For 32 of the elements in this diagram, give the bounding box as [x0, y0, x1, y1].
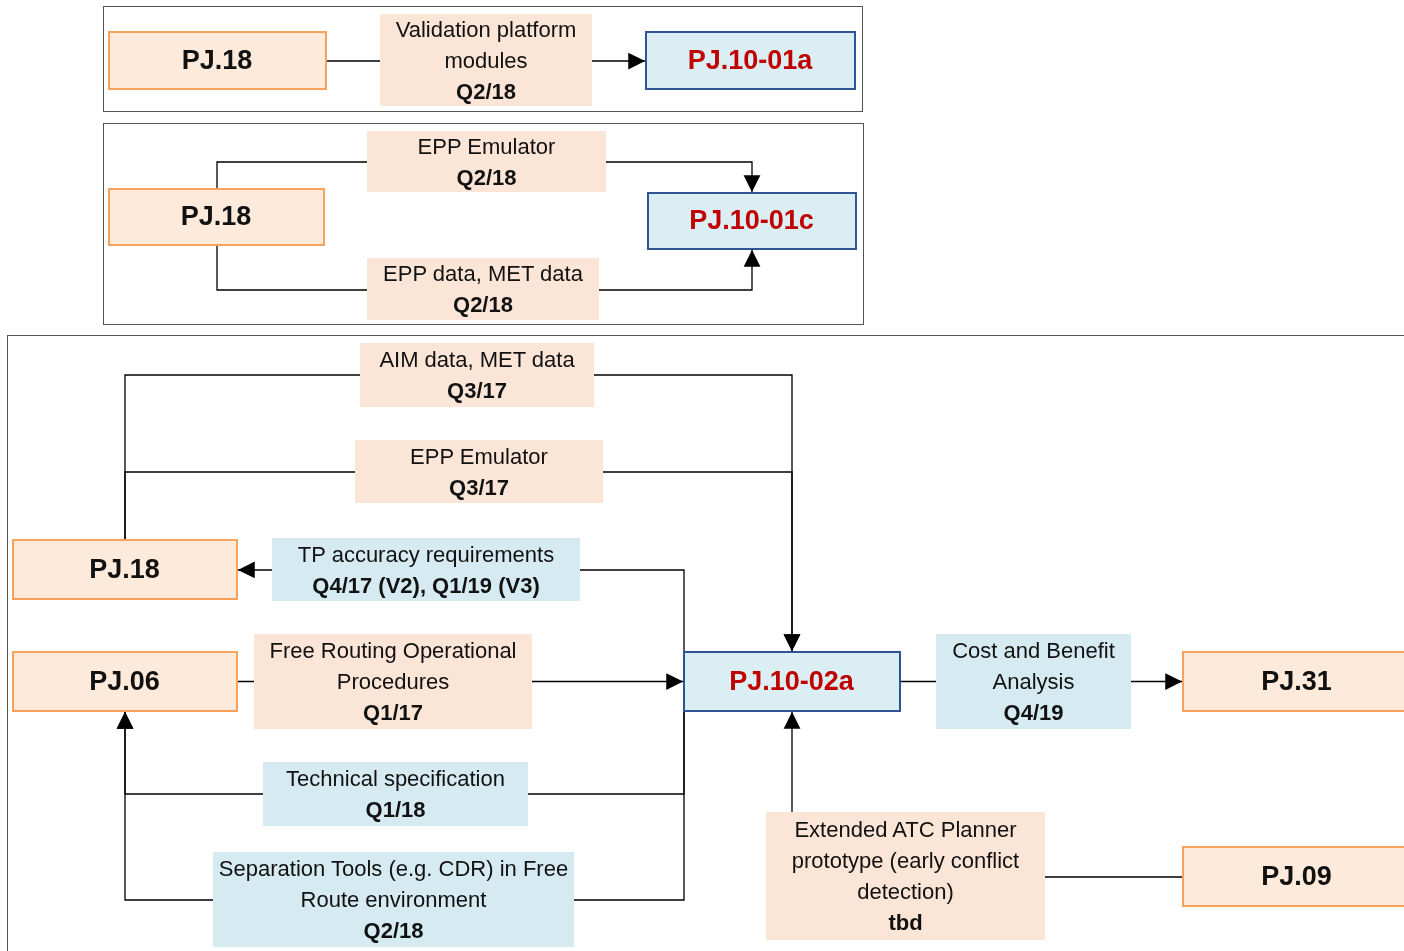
project-id: PJ.31 [1261, 665, 1332, 697]
target-project-box [644, 30, 856, 90]
edge-label: EPP data, MET data Q2/18 [367, 258, 599, 320]
project-id: PJ.18 [180, 201, 252, 232]
edge-label: Validation platform modules Q2/18 [380, 14, 592, 106]
project-box [1181, 650, 1404, 712]
project-id: PJ.10-01c [689, 205, 814, 236]
project-id: PJ.18 [181, 44, 253, 76]
group-frame [103, 123, 864, 325]
project-id: PJ.10-01a [687, 44, 813, 76]
project-id: PJ.06 [89, 665, 160, 697]
project-id: PJ.10-02a [729, 665, 854, 697]
edge-label: Cost and Benefit Analysis Q4/19 [936, 634, 1131, 729]
project-box [1181, 845, 1404, 907]
project-box [11, 538, 238, 600]
edge-label: Technical specification Q1/18 [263, 762, 528, 826]
project-id: PJ.09 [1261, 860, 1332, 892]
group-frame [7, 335, 1404, 951]
group-frame [103, 6, 863, 112]
target-project-box [682, 650, 901, 712]
project-id: PJ.18 [89, 553, 160, 585]
edge-label: EPP Emulator Q3/17 [355, 440, 603, 503]
project-box [107, 30, 327, 90]
edge-label: TP accuracy requirements Q4/17 (V2), Q1/19 (V3) [272, 538, 580, 601]
edge-label: Free Routing Operational Procedures Q1/17 [254, 634, 532, 729]
project-box [11, 650, 238, 712]
edge-label: Extended ATC Planner prototype (early conflict detection) tbd [766, 812, 1045, 940]
target-project-box [646, 191, 857, 250]
edge-label: Separation Tools (e.g. CDR) in Free Route environment Q2/18 [213, 852, 574, 947]
project-box [107, 187, 325, 246]
edge-label: AIM data, MET data Q3/17 [360, 343, 594, 407]
edge-label: EPP Emulator Q2/18 [367, 131, 606, 192]
